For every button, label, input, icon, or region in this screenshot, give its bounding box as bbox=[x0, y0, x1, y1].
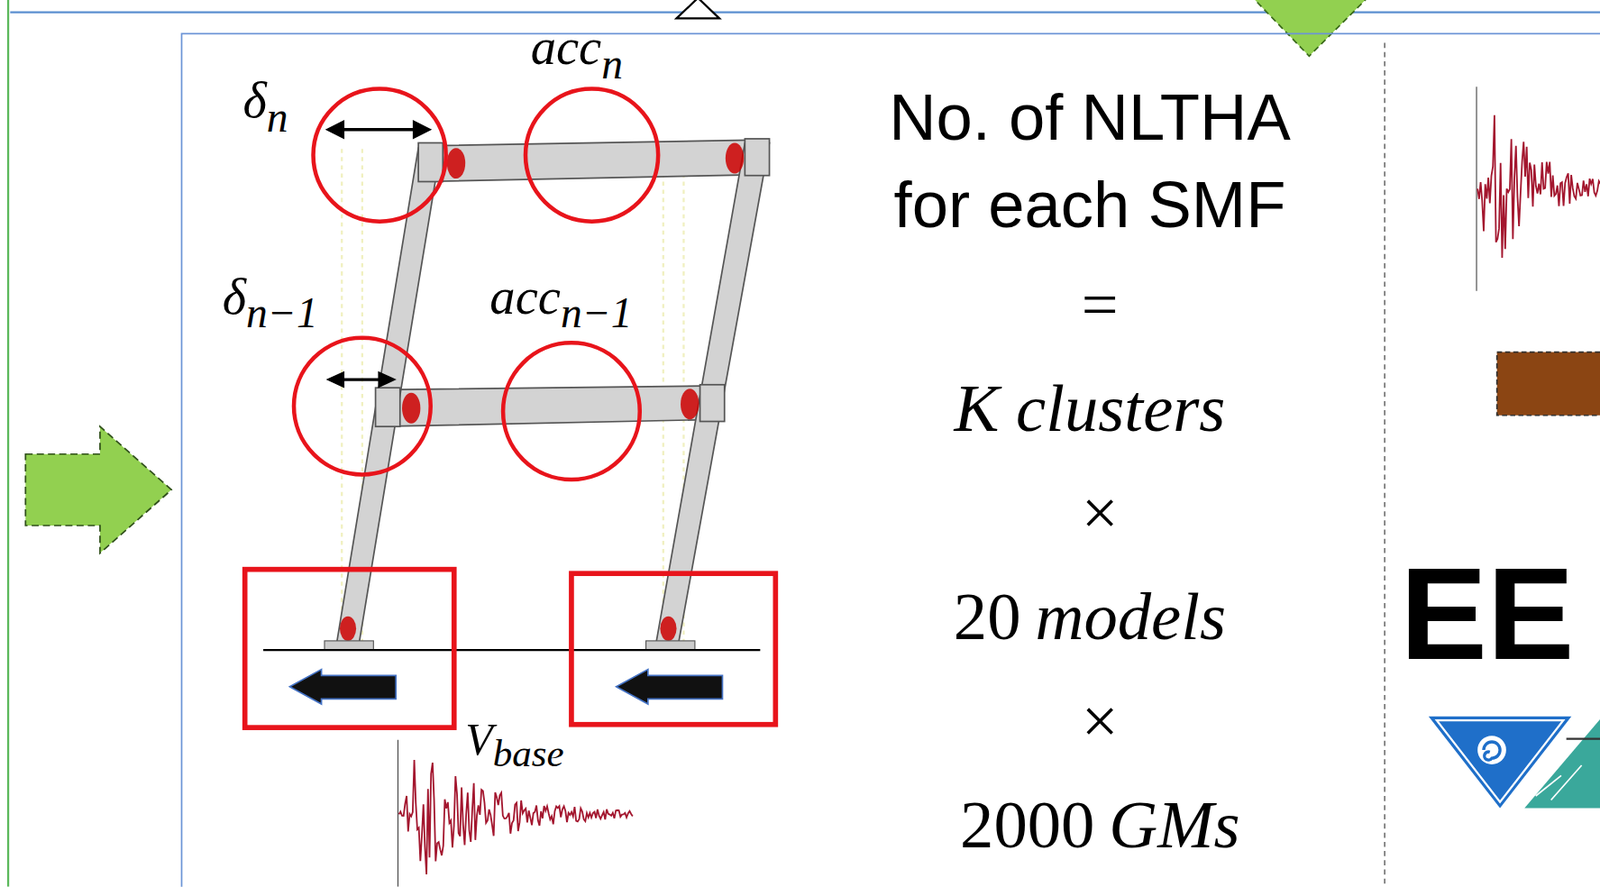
logo-part bbox=[1566, 737, 1600, 740]
label-group: accn bbox=[530, 18, 623, 77]
response-symbol: δ bbox=[242, 71, 266, 130]
count-formula-text: 2000 bbox=[960, 786, 1095, 864]
logo-part bbox=[1477, 735, 1507, 765]
steel-frame-part bbox=[418, 142, 443, 182]
base-plate bbox=[324, 640, 374, 650]
drift-arrows-part bbox=[329, 122, 344, 138]
label-group: × bbox=[1081, 475, 1119, 551]
response-symbol: acc bbox=[489, 267, 561, 327]
drift-arrows-part bbox=[379, 373, 394, 386]
label-group: K clusters bbox=[954, 369, 1226, 448]
steel-frame-part bbox=[423, 139, 766, 182]
count-formula-text: No. of NLTHA for each SMF bbox=[847, 73, 1333, 251]
count-formula-text: = bbox=[1081, 267, 1119, 343]
label-group: EE bbox=[1399, 539, 1574, 690]
outer-box-line bbox=[9, 10, 1600, 13]
label-group: No. of NLTHA for each SMF bbox=[847, 73, 1333, 251]
response-circles-part bbox=[293, 338, 431, 476]
logo bbox=[1428, 716, 1600, 809]
ground-line bbox=[263, 649, 760, 651]
label-group: δn bbox=[242, 71, 288, 130]
count-formula-text: models bbox=[1034, 577, 1226, 656]
plastic-hinges-part bbox=[680, 388, 699, 420]
count-formula-text: × bbox=[1081, 683, 1119, 759]
plastic-hinges-part bbox=[339, 616, 357, 641]
label-group: = bbox=[1081, 267, 1119, 343]
steel-frame-part bbox=[700, 384, 725, 422]
count-formula-text: K clusters bbox=[954, 369, 1226, 448]
drift-arrows bbox=[329, 122, 430, 386]
ground-motion-trace bbox=[399, 759, 633, 875]
label-group: Vbase bbox=[465, 713, 564, 766]
count-formula-text: × bbox=[1081, 475, 1119, 551]
base-box bbox=[571, 573, 776, 725]
response-symbol: base bbox=[493, 731, 565, 777]
logo-part bbox=[1536, 765, 1582, 800]
outer-green-line bbox=[7, 0, 10, 887]
right-arrow bbox=[25, 426, 172, 553]
brown-bar bbox=[1497, 352, 1600, 416]
steel-frame-part bbox=[656, 142, 770, 643]
drift-arrows-part bbox=[414, 122, 430, 138]
steel-frame-part bbox=[744, 138, 769, 176]
panel-border bbox=[181, 33, 1600, 887]
response-symbol: n bbox=[601, 39, 623, 90]
label-group: × bbox=[1081, 683, 1119, 759]
divider-line bbox=[1383, 43, 1386, 887]
label-group: 20models bbox=[953, 577, 1226, 656]
label-group: δn−1 bbox=[222, 267, 319, 327]
shear-arrow bbox=[289, 669, 396, 704]
drift-arrows-part bbox=[329, 373, 344, 386]
label-group: accn−1 bbox=[489, 267, 632, 327]
response-circles-part bbox=[525, 88, 659, 221]
logo-part bbox=[1483, 741, 1500, 760]
record-axis bbox=[1475, 86, 1477, 291]
plastic-hinges-part bbox=[725, 142, 744, 174]
response-symbol: V bbox=[465, 713, 493, 766]
response-symbol: n−1 bbox=[246, 288, 319, 339]
response-symbol: acc bbox=[530, 18, 603, 77]
down-arrow bbox=[1252, 0, 1368, 56]
drift-arrows-part bbox=[338, 128, 419, 131]
triangle-symbol bbox=[676, 0, 721, 19]
count-formula-text: GMs bbox=[1108, 786, 1240, 864]
response-symbol: n bbox=[266, 92, 289, 143]
response-circles-part bbox=[502, 342, 640, 480]
response-circles-part bbox=[313, 88, 447, 221]
drift-arrows-part bbox=[338, 377, 384, 381]
base-plate bbox=[646, 640, 695, 650]
steel-frame-part bbox=[375, 387, 401, 427]
count-formula-text: 20 bbox=[953, 577, 1022, 656]
illustration-group bbox=[8, 0, 1600, 887]
label-group: 2000GMs bbox=[960, 786, 1241, 864]
response-symbol: n−1 bbox=[560, 288, 633, 339]
shear-arrow bbox=[616, 669, 723, 704]
plastic-hinges-part bbox=[447, 147, 466, 179]
ground-motion-trace bbox=[1477, 115, 1600, 258]
logo-text: EE bbox=[1399, 539, 1574, 690]
response-circles bbox=[293, 88, 659, 480]
record-axis bbox=[397, 740, 399, 887]
logo-part bbox=[1524, 719, 1600, 808]
base-box bbox=[245, 569, 455, 728]
plastic-hinges-part bbox=[402, 393, 421, 424]
response-symbol: δ bbox=[222, 267, 247, 327]
plastic-hinges-part bbox=[659, 616, 677, 641]
